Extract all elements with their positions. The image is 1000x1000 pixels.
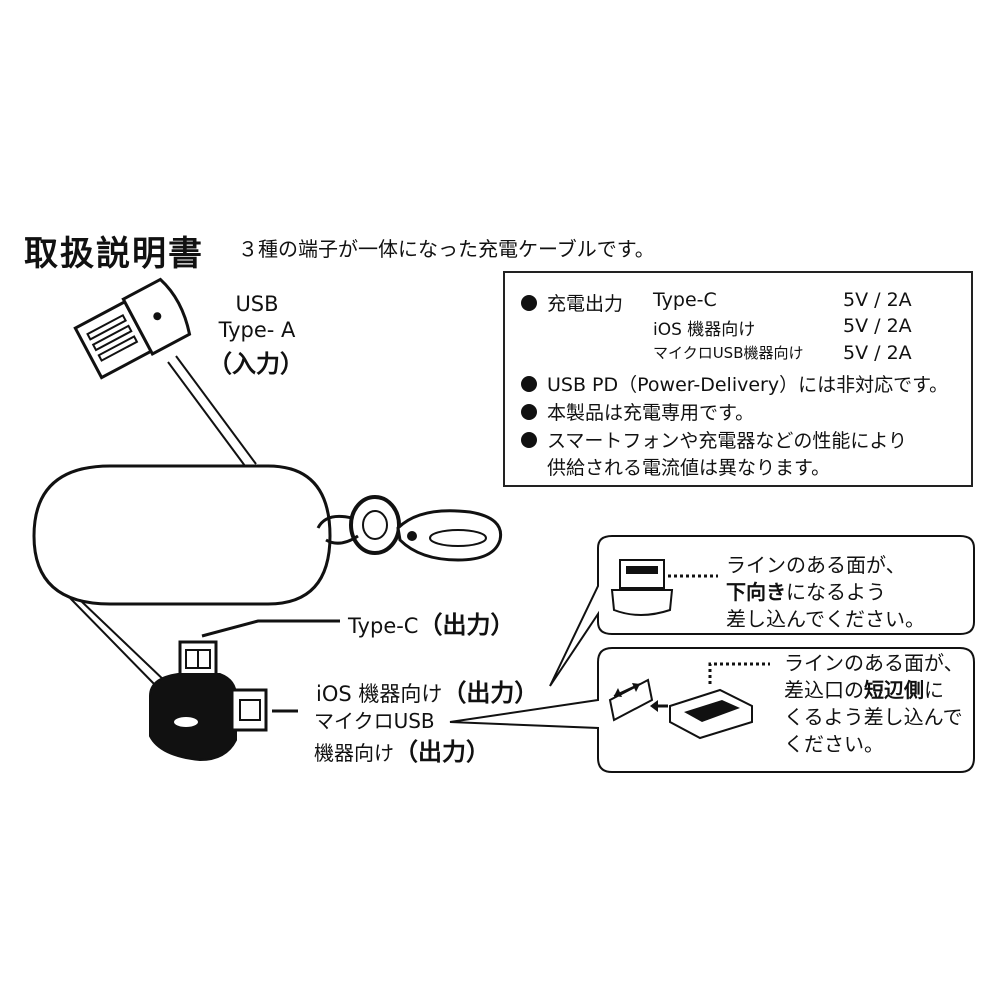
label-micro-line2: 機器向け（出力） — [314, 738, 490, 766]
usb-a-plug-icon — [73, 277, 192, 380]
bullet-icon — [521, 432, 537, 448]
cable — [79, 599, 169, 685]
callout-ios-text: ラインのある面が、 下向きになるよう 差し込んでください。 — [726, 553, 925, 631]
page-title: 取扱説明書 — [24, 234, 204, 274]
spec-output-name: マイクロUSB機器向け — [653, 344, 804, 362]
arrow-icon — [613, 683, 668, 712]
lightning-plug-icon — [230, 688, 268, 732]
cable — [69, 597, 161, 691]
bullet-icon — [521, 295, 537, 311]
plug-head — [149, 673, 237, 762]
spec-box: 充電出力 Type-C 5V / 2A iOS 機器向け 5V / 2A マイク… — [503, 271, 973, 487]
spec-note: 供給される電流値は異なります。 — [547, 457, 831, 479]
usb-c-plug-icon — [178, 640, 218, 678]
spec-output-row-typec: 充電出力 — [521, 289, 623, 316]
spec-note: 本製品は充電専用です。 — [521, 398, 754, 425]
keyring-icon — [316, 495, 503, 562]
label-usb-a-line2: Type- A — [218, 318, 296, 342]
label-micro-line1: マイクロUSB — [314, 709, 435, 733]
spec-output-label: 充電出力 — [547, 293, 624, 315]
dotted-line — [708, 662, 770, 684]
label-usb-a-mode: （入力） — [208, 350, 304, 378]
bullet-icon — [521, 376, 537, 392]
label-typec: Type-C（出力） — [348, 611, 515, 639]
label-ios: iOS 機器向け（出力） — [316, 679, 539, 707]
micro-usb-plug-icon — [608, 678, 753, 740]
spec-output-name: Type-C — [653, 289, 717, 311]
page-subtitle: ３種の端子が一体になった充電ケーブルです。 — [238, 237, 655, 261]
spec-output-name: iOS 機器向け — [653, 320, 756, 340]
spec-output-value: 5V / 2A — [843, 289, 912, 311]
spec-note: USB PD（Power-Delivery）には非対応です。 — [521, 370, 948, 397]
spec-note: スマートフォンや充電器などの性能により — [521, 426, 907, 453]
spec-output-value: 5V / 2A — [843, 315, 912, 337]
bullet-icon — [521, 404, 537, 420]
callout-micro-text: ラインのある面が、 差込口の短辺側に くるよう差し込んで ください。 — [784, 651, 964, 756]
lightning-plug-icon — [610, 559, 674, 616]
leader-line-typec — [201, 619, 340, 638]
label-usb-a-line1: USB — [235, 292, 279, 316]
cable — [167, 361, 249, 471]
cable — [175, 355, 257, 465]
spec-output-value: 5V / 2A — [843, 342, 912, 364]
cable-reel-icon — [32, 464, 332, 606]
